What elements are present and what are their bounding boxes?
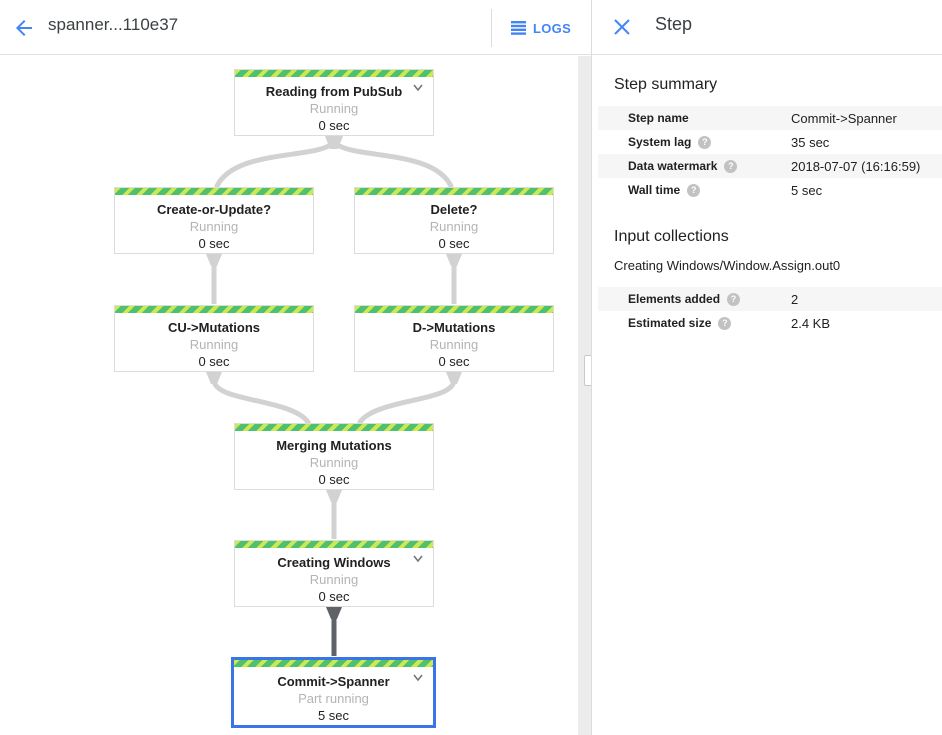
step-node-d-mutations[interactable]: D->Mutations Running 0 sec	[354, 305, 554, 372]
running-stripe	[235, 541, 433, 548]
panel-resizer-track	[578, 56, 591, 735]
table-row: Estimated size? 2.4 KB	[598, 311, 942, 335]
step-panel-header: Step	[592, 0, 942, 55]
running-stripe	[355, 306, 553, 313]
row-value: 5 sec	[791, 182, 823, 198]
step-node-time: 0 sec	[438, 236, 470, 251]
row-value: Commit->Spanner	[791, 110, 897, 126]
back-arrow-icon[interactable]	[12, 16, 38, 40]
step-summary-heading: Step summary	[614, 76, 718, 93]
step-node-title: Merging Mutations	[276, 438, 392, 453]
chevron-down-icon[interactable]	[412, 673, 424, 683]
step-node-time: 0 sec	[318, 472, 350, 487]
running-stripe	[115, 306, 313, 313]
help-icon[interactable]: ?	[698, 135, 712, 149]
running-stripe	[115, 188, 313, 195]
step-node-title: D->Mutations	[412, 320, 496, 335]
table-row: Data watermark? 2018-07-07 (16:16:59)	[598, 154, 942, 178]
row-label: Wall time?	[628, 183, 791, 197]
collection-name: Creating Windows/Window.Assign.out0	[614, 258, 841, 273]
row-label: System lag?	[628, 135, 791, 149]
step-node-time: 0 sec	[318, 589, 350, 604]
step-node-cu-mutations[interactable]: CU->Mutations Running 0 sec	[114, 305, 314, 372]
step-node-status: Running	[309, 572, 359, 587]
step-node-title: Reading from PubSub	[265, 84, 403, 99]
list-icon	[511, 21, 526, 35]
row-label: Estimated size?	[628, 316, 791, 330]
step-node-status: Part running	[298, 691, 369, 706]
step-node-time: 0 sec	[198, 236, 230, 251]
step-node-title: Creating Windows	[277, 555, 391, 570]
step-node-status: Running	[429, 337, 479, 352]
row-value: 2	[791, 291, 799, 307]
pipeline-graph: Reading from PubSub Running 0 sec Create…	[0, 56, 591, 735]
step-node-time: 0 sec	[198, 354, 230, 369]
step-node-reading-from-pubsub[interactable]: Reading from PubSub Running 0 sec	[234, 69, 434, 136]
step-node-title: Commit->Spanner	[277, 674, 390, 689]
step-node-status: Running	[189, 219, 239, 234]
step-details-panel: Step Step summary Step name Commit->Span…	[591, 0, 942, 735]
step-summary-table: Step name Commit->Spanner System lag? 35…	[598, 106, 942, 202]
job-header: spanner...110e37 LOGS	[0, 0, 591, 55]
row-label: Data watermark?	[628, 159, 791, 173]
row-value: 2018-07-07 (16:16:59)	[791, 158, 921, 174]
running-stripe	[235, 424, 433, 431]
step-node-status: Running	[309, 455, 359, 470]
step-panel-body: Step summary Step name Commit->Spanner S…	[592, 55, 942, 335]
step-node-merging-mutations[interactable]: Merging Mutations Running 0 sec	[234, 423, 434, 490]
row-label: Elements added?	[628, 292, 791, 306]
chevron-down-icon[interactable]	[412, 83, 424, 93]
step-node-status: Running	[189, 337, 239, 352]
close-icon[interactable]	[613, 18, 631, 36]
table-row: Step name Commit->Spanner	[598, 106, 942, 130]
help-icon[interactable]: ?	[727, 292, 741, 306]
running-stripe	[355, 188, 553, 195]
input-collections-heading: Input collections	[614, 228, 729, 245]
input-collections-table: Elements added? 2 Estimated size? 2.4 KB	[598, 287, 942, 335]
table-row: Wall time? 5 sec	[598, 178, 942, 202]
table-row: Elements added? 2	[598, 287, 942, 311]
step-node-time: 0 sec	[318, 118, 350, 133]
row-value: 2.4 KB	[791, 315, 831, 331]
logs-label: LOGS	[533, 20, 572, 36]
help-icon[interactable]: ?	[687, 183, 701, 197]
step-node-create-or-update[interactable]: Create-or-Update? Running 0 sec	[114, 187, 314, 254]
step-node-title: Create-or-Update?	[156, 202, 272, 217]
step-node-status: Running	[309, 101, 359, 116]
step-node-title: CU->Mutations	[167, 320, 261, 335]
step-node-status: Running	[429, 219, 479, 234]
step-node-creating-windows[interactable]: Creating Windows Running 0 sec	[234, 540, 434, 607]
running-stripe	[235, 70, 433, 77]
logs-button[interactable]: LOGS	[511, 15, 571, 41]
panel-title: Step	[655, 14, 693, 34]
running-stripe	[234, 660, 433, 667]
step-node-time: 5 sec	[317, 708, 350, 723]
help-icon[interactable]: ?	[724, 159, 738, 173]
step-node-delete[interactable]: Delete? Running 0 sec	[354, 187, 554, 254]
row-label: Step name	[628, 111, 689, 125]
job-title: spanner...110e37	[48, 15, 179, 34]
step-node-commit-spanner[interactable]: Commit->Spanner Part running 5 sec	[231, 657, 436, 728]
row-value: 35 sec	[791, 134, 830, 150]
graph-edges	[206, 136, 462, 656]
header-divider	[491, 9, 492, 47]
chevron-down-icon[interactable]	[412, 554, 424, 564]
step-node-title: Delete?	[430, 202, 478, 217]
help-icon[interactable]: ?	[718, 316, 732, 330]
step-node-time: 0 sec	[438, 354, 470, 369]
table-row: System lag? 35 sec	[598, 130, 942, 154]
